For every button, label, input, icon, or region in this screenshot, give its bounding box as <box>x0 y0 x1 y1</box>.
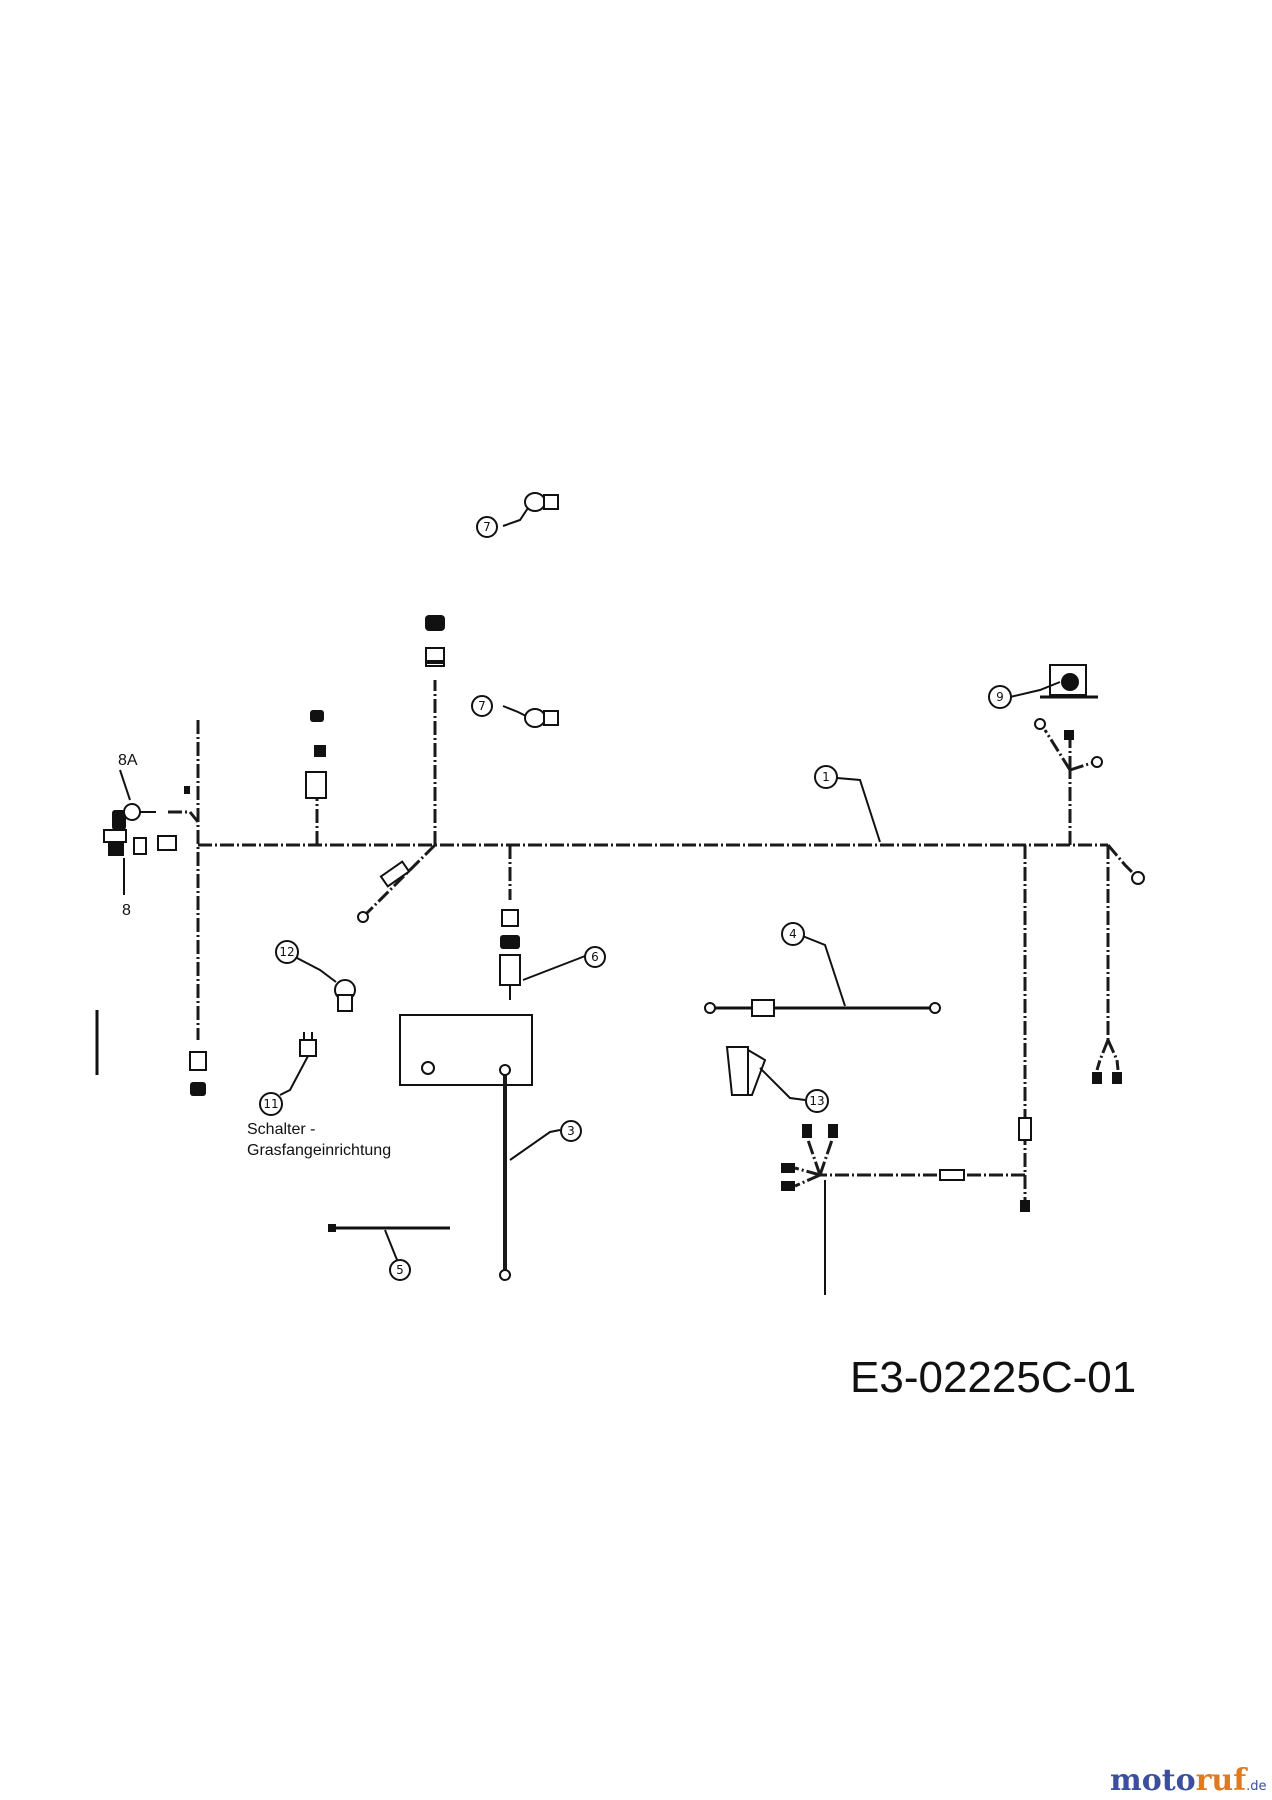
light-switch-connector <box>305 710 327 799</box>
label-8: 8 <box>122 902 131 919</box>
main-wiring-harness <box>168 680 1137 1177</box>
cable-tie <box>328 1224 450 1232</box>
svg-text:9: 9 <box>996 690 1004 704</box>
rear-connector <box>1092 1039 1122 1084</box>
harness-connector-left <box>184 786 207 1096</box>
lower-harness-branch <box>781 1117 1032 1295</box>
battery-cable <box>499 1064 511 1281</box>
svg-text:5: 5 <box>396 1263 404 1277</box>
light-bulb-lower <box>524 708 559 728</box>
svg-text:3: 3 <box>567 1124 575 1138</box>
label-8a: 8A <box>118 752 138 769</box>
callout-6: 6 <box>584 946 606 968</box>
ignition-key <box>123 803 156 821</box>
switch-caption-line2: Grasfangeinrichtung <box>247 1142 391 1159</box>
svg-text:1: 1 <box>822 770 830 784</box>
watermark-logo: motoruf.de <box>1110 1763 1267 1798</box>
positive-cable <box>704 999 941 1017</box>
svg-text:7: 7 <box>478 699 486 713</box>
headlight-connector <box>425 615 445 667</box>
callout-4: 4 <box>781 922 805 946</box>
callout-1: 1 <box>814 765 838 789</box>
sensor-terminals <box>1034 718 1103 772</box>
ground-ring-terminal <box>1131 871 1145 885</box>
svg-text:7: 7 <box>483 520 491 534</box>
fuse-holder <box>357 860 411 923</box>
ignition-switch <box>103 810 177 856</box>
svg-text:11: 11 <box>263 1097 278 1111</box>
callout-7-upper: 7 <box>476 516 498 538</box>
callout-12: 12 <box>275 940 299 964</box>
svg-text:4: 4 <box>789 927 797 941</box>
svg-text:6: 6 <box>591 950 599 964</box>
relay <box>334 979 356 1012</box>
svg-text:12: 12 <box>279 945 294 959</box>
callout-13: 13 <box>805 1089 829 1113</box>
light-bulb-upper <box>524 492 559 512</box>
battery <box>399 1014 533 1086</box>
terminal-boot <box>725 1046 767 1096</box>
svg-text:13: 13 <box>809 1094 824 1108</box>
callout-11: 11 <box>259 1092 283 1116</box>
callout-5: 5 <box>389 1259 411 1281</box>
callout-9: 9 <box>988 685 1012 709</box>
grass-catcher-switch <box>299 1032 317 1057</box>
pto-sensor <box>1040 664 1098 699</box>
svg-text:motoruf.de: motoruf.de <box>1110 1763 1267 1798</box>
callout-3: 3 <box>560 1120 582 1142</box>
callout-7-lower: 7 <box>471 695 493 717</box>
document-number: E3-02225C-01 <box>850 1353 1136 1402</box>
seat-switch <box>499 909 521 1000</box>
switch-caption-line1: Schalter - <box>247 1121 315 1138</box>
